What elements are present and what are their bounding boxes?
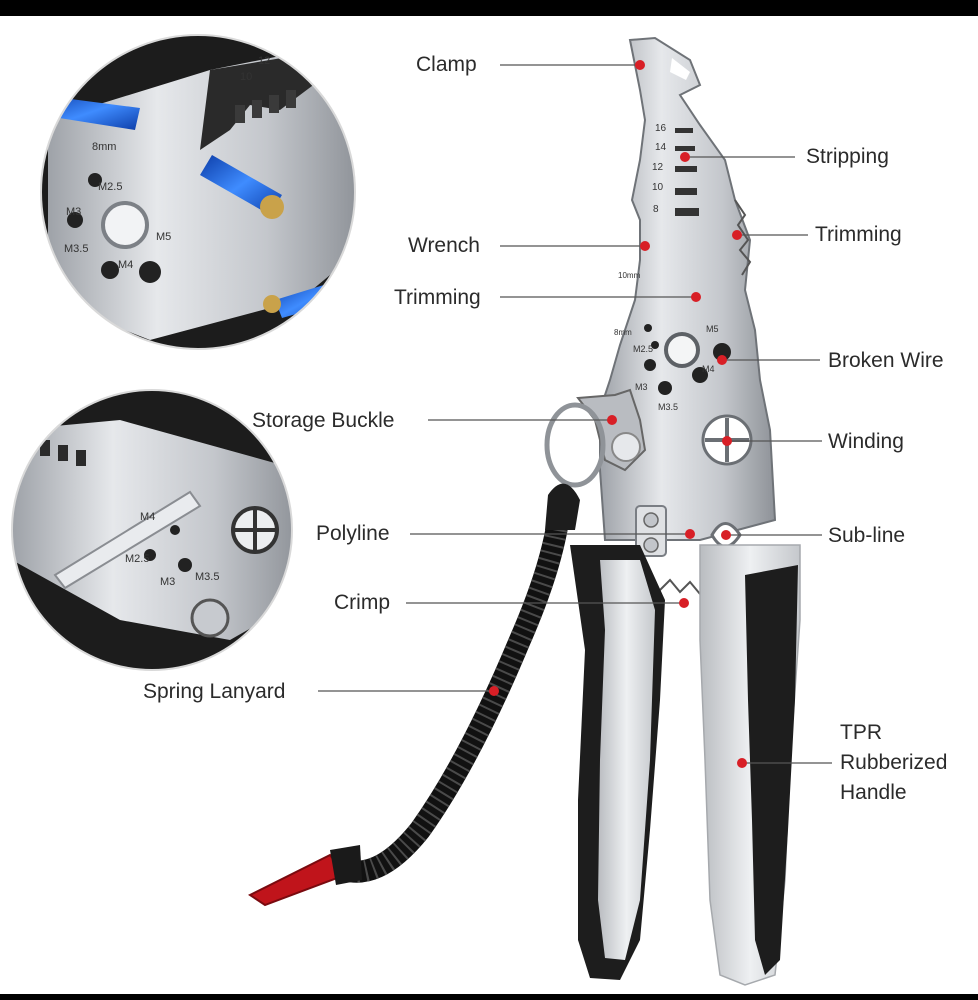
red-carabiner — [248, 853, 347, 907]
inset-top-circle: 10 12 8mm M2.5 M3 M3.5 M4 M5 — [41, 35, 355, 349]
label-handle-line1: TPR — [840, 721, 882, 744]
gauge-mark: 16 — [655, 123, 667, 134]
label-wrench: Wrench — [408, 234, 480, 257]
label-sub-line: Sub-line — [828, 524, 906, 547]
label-polyline: Polyline — [316, 522, 390, 545]
marker-handle — [737, 758, 747, 768]
top-frame-bar — [0, 0, 978, 16]
inset-bottom-mark: M3 — [160, 576, 175, 588]
label-clamp: Clamp — [416, 53, 477, 76]
inset-top-mark: 10 — [240, 71, 252, 83]
marker-stripping — [680, 152, 690, 162]
inset-bottom-mark: M2.5 — [125, 553, 149, 565]
pliers: 16 14 12 10 8 10mm 8mm M2.5 M3 M3.5 M4 M… — [248, 36, 801, 986]
inset-top-mark: M3.5 — [64, 243, 88, 255]
gauge-mark: 14 — [655, 142, 667, 153]
inset-bottom-circle: M2.5 M3 M3.5 M4 — [12, 390, 292, 670]
bottom-frame-bar — [0, 994, 978, 1000]
marker-crimp — [679, 598, 689, 608]
marker-storage-buckle — [607, 415, 617, 425]
hole-mark: M5 — [706, 324, 719, 334]
hole-mark: M2.5 — [633, 344, 653, 354]
label-trimming-right: Trimming — [815, 223, 902, 246]
gauge-mark: 8 — [653, 204, 659, 215]
inset-bottom-mark: M3.5 — [195, 571, 219, 583]
inset-top-mark: M2.5 — [98, 181, 122, 193]
inset-bottom-rod — [53, 490, 202, 590]
inset-top-mark: 12 — [258, 55, 270, 67]
label-stripping: Stripping — [806, 145, 889, 168]
inset-top-blue-wire-2 — [200, 155, 282, 215]
inset-top-mark: M4 — [118, 259, 133, 271]
marker-polyline — [685, 529, 695, 539]
marker-wrench — [640, 241, 650, 251]
marker-sub-line — [721, 530, 731, 540]
marker-trimming-left — [691, 292, 701, 302]
hole-mark: M3.5 — [658, 402, 678, 412]
label-broken-wire: Broken Wire — [828, 349, 944, 372]
label-storage-buckle: Storage Buckle — [252, 409, 395, 432]
marker-spring-lanyard — [489, 686, 499, 696]
hole-mark: M4 — [702, 364, 715, 374]
gauge-mark: 10 — [652, 182, 664, 193]
stripping-notches — [675, 128, 699, 216]
gauge-mark: 12 — [652, 162, 664, 173]
label-crimp: Crimp — [334, 591, 390, 614]
hole-mark: M3 — [635, 382, 648, 392]
size-mark: 10mm — [618, 271, 641, 280]
inset-top-mark: M5 — [156, 231, 171, 243]
key-ring — [544, 402, 606, 488]
marker-winding — [722, 436, 732, 446]
marker-clamp — [635, 60, 645, 70]
callout-markers — [489, 60, 747, 768]
inset-bottom-mark: M4 — [140, 511, 155, 523]
label-handle-line2: Rubberized — [840, 751, 948, 774]
spring-lanyard — [248, 483, 580, 907]
label-winding: Winding — [828, 430, 904, 453]
marker-broken-wire — [717, 355, 727, 365]
size-mark: 8mm — [614, 328, 632, 337]
inset-top-mark: M3 — [66, 206, 81, 218]
label-handle: TPR Rubberized Handle — [840, 718, 947, 808]
leader-lines — [318, 64, 832, 764]
marker-trimming-right — [732, 230, 742, 240]
inset-top-mark: 8mm — [92, 141, 116, 153]
label-handle-line3: Handle — [840, 781, 907, 804]
label-spring-lanyard: Spring Lanyard — [143, 680, 286, 703]
label-trimming-left: Trimming — [394, 286, 481, 309]
